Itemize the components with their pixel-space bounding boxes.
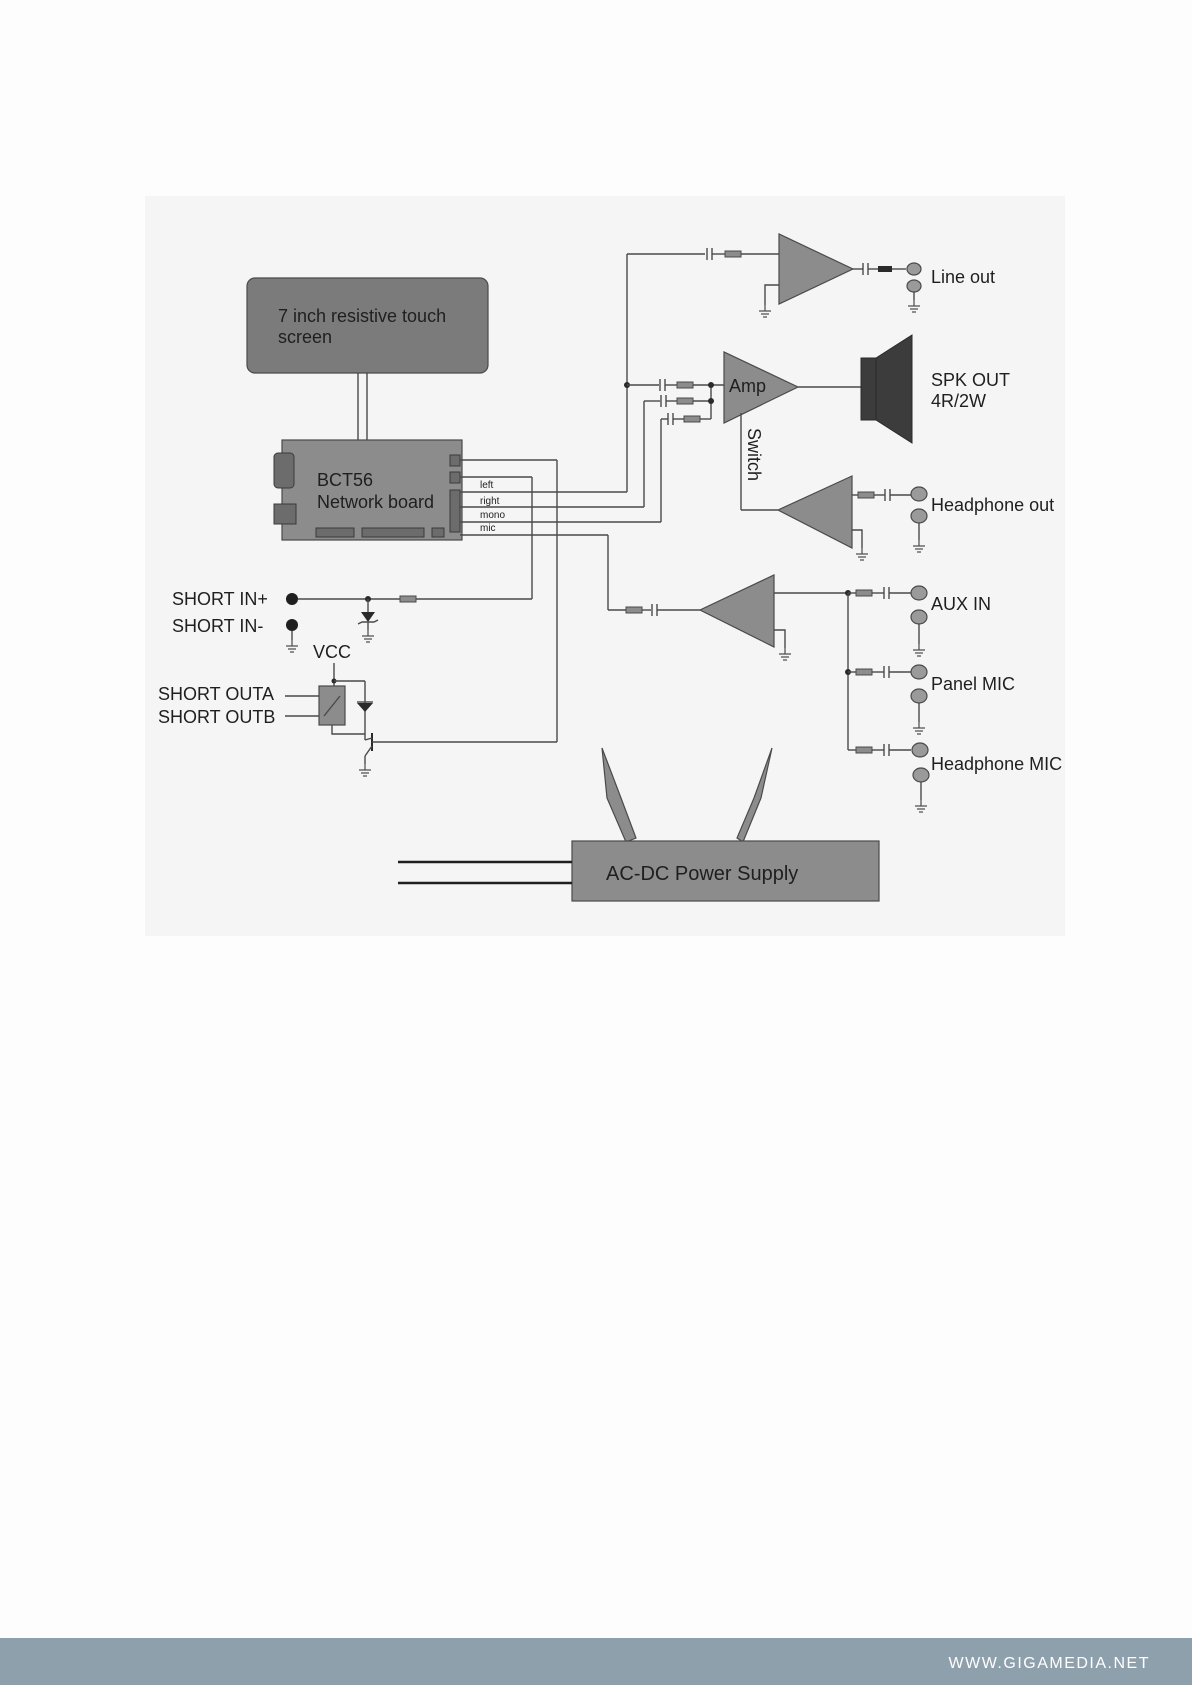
spk-out-label-line1: SPK OUT	[931, 370, 1010, 390]
headphone-mic-jack	[912, 743, 928, 757]
power-supply-label: AC-DC Power Supply	[606, 863, 798, 885]
amp-label: Amp	[729, 376, 766, 396]
touch-screen-label-line1: 7 inch resistive touch	[278, 306, 446, 326]
headphone-out-label: Headphone out	[931, 495, 1054, 515]
network-board-label-line1: BCT56	[317, 470, 373, 490]
aux-in-label: AUX IN	[931, 594, 991, 614]
vcc-label: VCC	[313, 642, 351, 662]
panel-mic-jack	[911, 665, 927, 679]
short-in-plus-terminal	[286, 593, 298, 605]
port-label-mono: mono	[480, 510, 505, 521]
short-in-plus-label: SHORT IN+	[172, 589, 268, 609]
short-in-minus-label: SHORT IN-	[172, 616, 263, 636]
headphone-out-jack	[911, 487, 927, 501]
touch-screen: 7 inch resistive touch screen	[247, 278, 488, 373]
headphone-mic-label: Headphone MIC	[931, 754, 1062, 774]
line-out-label: Line out	[931, 267, 995, 287]
network-board-label-line2: Network board	[317, 492, 434, 512]
short-outb-label: SHORT OUTB	[158, 707, 275, 727]
short-in-minus-terminal	[286, 619, 298, 631]
relay	[319, 686, 345, 725]
spk-out-label-line2: 4R/2W	[931, 391, 986, 411]
port-label-left: left	[480, 480, 494, 491]
aux-in-jack	[911, 586, 927, 600]
footer-website-link[interactable]: WWW.GIGAMEDIA.NET	[949, 1655, 1151, 1673]
panel-mic-label: Panel MIC	[931, 674, 1015, 694]
port-label-mic: mic	[480, 523, 496, 534]
touch-screen-label-line2: screen	[278, 327, 332, 347]
network-board: BCT56 Network board	[274, 440, 462, 540]
port-label-right: right	[480, 496, 500, 507]
short-outa-label: SHORT OUTA	[158, 684, 274, 704]
switch-label: Switch	[744, 428, 764, 481]
line-out-jack	[907, 263, 921, 275]
